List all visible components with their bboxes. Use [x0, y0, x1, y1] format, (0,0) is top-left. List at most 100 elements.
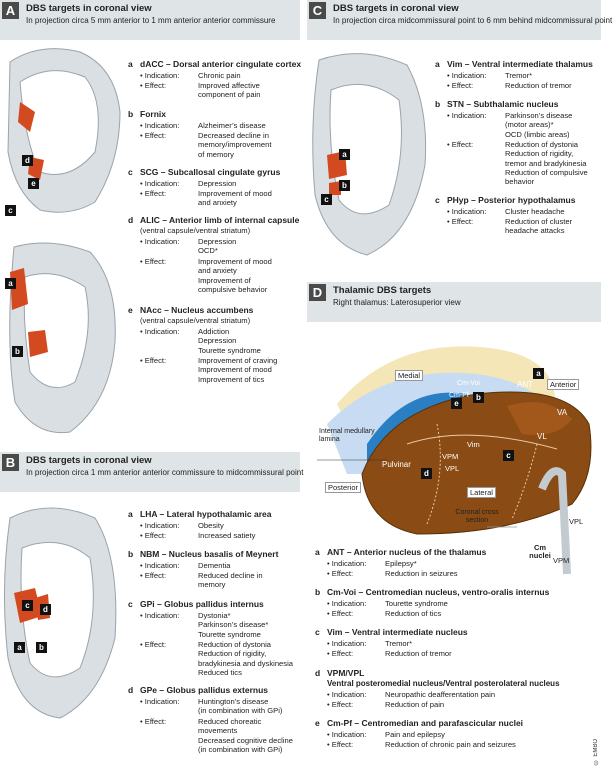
- effect-label: • Effect:: [327, 649, 354, 658]
- effect-value: Decreased decline in: [198, 131, 269, 140]
- panel-b-subtitle: In projection circa 1 mm anterior anteri…: [26, 468, 304, 477]
- effect-value: Improvement of tics: [198, 374, 265, 384]
- indication-value: Tremor*: [505, 71, 533, 80]
- target-title: LHA – Lateral hypothalamic area: [140, 509, 272, 519]
- indication-value: Alzheimer’s disease: [198, 121, 266, 130]
- target-title: dACC – Dorsal anterior cingulate cortex: [140, 59, 302, 69]
- target-d-gpe: d GPe – Globus pallidus externus • Indic…: [128, 685, 298, 764]
- label-inset-vpm: VPM: [553, 556, 570, 565]
- indication-value: (motor areas)*: [505, 120, 554, 130]
- effect-label: • Effect:: [327, 740, 354, 749]
- panel-b: B DBS targets in coronal view In project…: [0, 452, 303, 768]
- target-c-scg: c SCG – Subcallosal cingulate gyrus • In…: [128, 167, 298, 213]
- effect-value: memory: [198, 580, 226, 590]
- panel-c-subtitle: In projection circa midcommissural point…: [333, 16, 613, 25]
- target-title: SCG – Subcallosal cingulate gyrus: [140, 167, 281, 177]
- target-a-lha: a LHA – Lateral hypothalamic area • Indi…: [128, 509, 298, 545]
- panel-b-brain-illustration: [3, 507, 117, 719]
- target-letter: e: [128, 305, 133, 315]
- marker-c: c: [5, 205, 16, 216]
- indication-label: • Indication:: [140, 121, 180, 130]
- indication-value: Dementia: [198, 561, 231, 570]
- target-title: ALIC – Anterior limb of internal capsule: [140, 215, 300, 225]
- indication-label: • Indication:: [447, 111, 487, 120]
- target-title: Cm-Pf – Centromedian and parafascicular …: [327, 718, 524, 728]
- effect-value: Reduction of pain: [385, 700, 445, 709]
- marker-b: b: [36, 642, 47, 653]
- panel-c-badge: C: [309, 2, 326, 19]
- indication-label: • Indication:: [140, 179, 180, 188]
- target-e-nacc: e NAcc – Nucleus accumbens (ventral caps…: [128, 305, 298, 386]
- indication-value: Pain and epilepsy: [385, 730, 445, 739]
- panel-c-brain-illustration: [312, 53, 427, 256]
- indication-value: OCD (limbic areas): [505, 129, 570, 139]
- indication-label: • Indication:: [140, 521, 180, 530]
- panel-c: C DBS targets in coronal view In project…: [307, 0, 612, 270]
- label-coronal-section: Coronal cross section: [455, 509, 499, 524]
- effect-value: Improvement of mood: [198, 365, 272, 375]
- target-letter: a: [435, 59, 440, 69]
- effect-label: • Effect:: [140, 356, 167, 365]
- indication-value: Parkinson’s disease*: [198, 620, 269, 630]
- effect-value: tremor and bradykinesia: [505, 158, 587, 168]
- effect-label: • Effect:: [140, 189, 167, 198]
- indication-value: Depression: [198, 237, 237, 246]
- indication-label: • Indication:: [140, 697, 180, 706]
- target-title: Vim – Ventral intermediate nucleus: [327, 627, 468, 637]
- indication-value: Epilepsy*: [385, 559, 417, 568]
- target-subtitle: (ventral capsule/ventral striatum): [140, 316, 251, 325]
- indication-value: Tourette syndrome: [198, 629, 261, 639]
- panel-a-brain-illustration: [7, 48, 121, 434]
- target-letter: b: [315, 587, 321, 597]
- marker-b: b: [12, 346, 23, 357]
- label-cmvoi: Cm-Voi: [457, 380, 480, 387]
- marker-c: c: [22, 600, 33, 611]
- label-inset-cm: Cm nuclei: [529, 543, 551, 560]
- marker-d: d: [22, 155, 33, 166]
- label-vim: Vim: [467, 440, 480, 449]
- indication-value: Neuropathic deafferentation pain: [385, 690, 496, 699]
- effect-label: • Effect:: [140, 640, 167, 649]
- label-anterior: Anterior: [547, 379, 580, 390]
- copyright-notice: © EMBO: [593, 738, 599, 764]
- indication-value: Chronic pain: [198, 71, 241, 80]
- marker-e: e: [28, 178, 39, 189]
- indication-label: • Indication:: [327, 559, 367, 568]
- effect-label: • Effect:: [447, 140, 474, 149]
- label-cmpf: Cm-Pf: [449, 392, 469, 399]
- effect-value: headache attacks: [505, 226, 565, 236]
- indication-value: Tourette syndrome: [385, 599, 448, 608]
- panel-c-header: C DBS targets in coronal view In project…: [307, 0, 612, 40]
- marker-b: b: [473, 392, 484, 403]
- target-title: GPi – Globus pallidus internus: [140, 599, 264, 609]
- panel-b-badge: B: [2, 454, 19, 471]
- target-e-cmpf: e Cm-Pf – Centromedian and parafascicula…: [315, 718, 595, 753]
- label-pulvinar: Pulvinar: [382, 460, 411, 469]
- target-letter: a: [128, 509, 133, 519]
- marker-c: c: [321, 194, 332, 205]
- panel-d: D Thalamic DBS targets Right thalamus: L…: [307, 282, 601, 768]
- effect-label: • Effect:: [327, 609, 354, 618]
- indication-label: • Indication:: [327, 690, 367, 699]
- target-letter: a: [315, 547, 320, 557]
- panel-a: A DBS targets in coronal view In project…: [0, 0, 302, 442]
- indication-label: • Indication:: [140, 327, 180, 336]
- indication-label: • Indication:: [327, 639, 367, 648]
- indication-value: Parkinson’s disease: [505, 111, 573, 120]
- target-letter: c: [128, 599, 133, 609]
- target-title: ANT – Anterior nucleus of the thalamus: [327, 547, 487, 557]
- effect-value: Reduction of chronic pain and seizures: [385, 740, 516, 749]
- target-d-alic: d ALIC – Anterior limb of internal capsu…: [128, 215, 300, 296]
- effect-value: and anxiety: [198, 198, 237, 208]
- panel-a-title: DBS targets in coronal view: [26, 3, 152, 14]
- effect-value: component of pain: [198, 90, 261, 100]
- effect-label: • Effect:: [140, 717, 167, 726]
- panel-b-header: B DBS targets in coronal view In project…: [0, 452, 303, 492]
- target-a-vim: a Vim – Ventral intermediate thalamus • …: [435, 59, 599, 95]
- marker-a: a: [5, 278, 16, 289]
- target-c-vim: c Vim – Ventral intermediate nucleus • I…: [315, 627, 595, 662]
- effect-label: • Effect:: [327, 700, 354, 709]
- target-b-fornix: b Fornix • Indication:Alzheimer’s diseas…: [128, 109, 298, 165]
- label-inset-vpl: VPL: [569, 517, 584, 526]
- target-b-nbm: b NBM – Nucleus basalis of Meynert • Ind…: [128, 549, 298, 595]
